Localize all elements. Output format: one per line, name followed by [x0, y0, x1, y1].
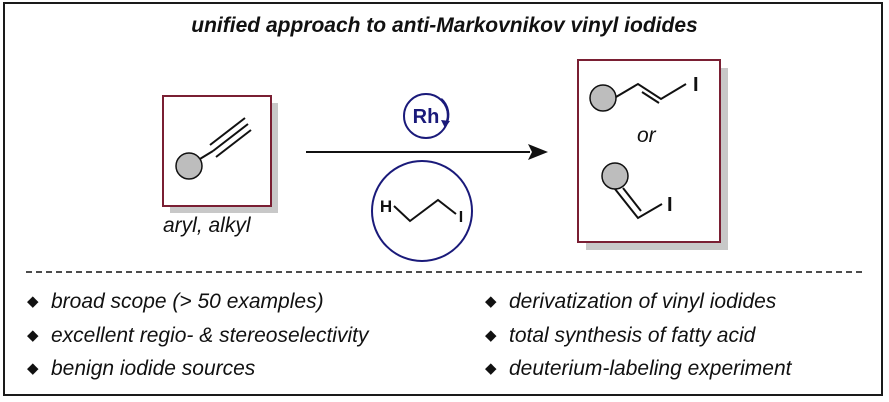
feature-right-2: ◆total synthesis of fatty acid	[485, 324, 756, 347]
feature-right-1: ◆derivatization of vinyl iodides	[485, 290, 777, 313]
bullet-diamond-icon: ◆	[485, 360, 497, 377]
substrate-ball	[175, 152, 203, 180]
substrate-label: aryl, alkyl	[163, 214, 251, 237]
alkyne-triple-bond-3	[215, 129, 252, 158]
feature-left-2: ◆excellent regio- & stereoselectivity	[27, 324, 369, 347]
bullet-diamond-icon: ◆	[27, 327, 39, 344]
bullet-diamond-icon: ◆	[485, 327, 497, 344]
z-product-i-atom: I	[667, 194, 673, 216]
bullet-diamond-icon: ◆	[27, 360, 39, 377]
z-vinyl-chain	[614, 188, 663, 220]
product-connector: or	[637, 124, 656, 147]
z-product-ball	[601, 162, 629, 190]
e-vinyl-chain	[615, 82, 687, 101]
reagent-i-atom: I	[459, 209, 463, 226]
feature-right-3: ◆deuterium-labeling experiment	[485, 357, 792, 380]
substrate-box	[162, 95, 272, 207]
bullet-diamond-icon: ◆	[27, 293, 39, 310]
feature-left-3: ◆benign iodide sources	[27, 357, 256, 380]
catalyst-label: Rh	[413, 106, 440, 128]
page-title: unified approach to anti-Markovnikov vin…	[191, 14, 698, 37]
alkyne-triple-bond-2	[209, 117, 246, 146]
alkyne-triple-bond-1	[212, 123, 249, 152]
reagent-chain	[393, 198, 457, 223]
e-product-ball	[589, 84, 617, 112]
z-vinyl-double-bond	[622, 187, 642, 212]
feature-left-1: ◆broad scope (> 50 examples)	[27, 290, 324, 313]
reagent-h-atom: H	[380, 197, 392, 216]
outer-frame	[3, 2, 883, 396]
bullet-diamond-icon: ◆	[485, 293, 497, 310]
catalytic-cycle-arrowhead	[441, 120, 450, 128]
e-product-i-atom: I	[693, 74, 699, 96]
arrow-head	[528, 144, 548, 160]
e-vinyl-double-bond	[641, 91, 660, 104]
